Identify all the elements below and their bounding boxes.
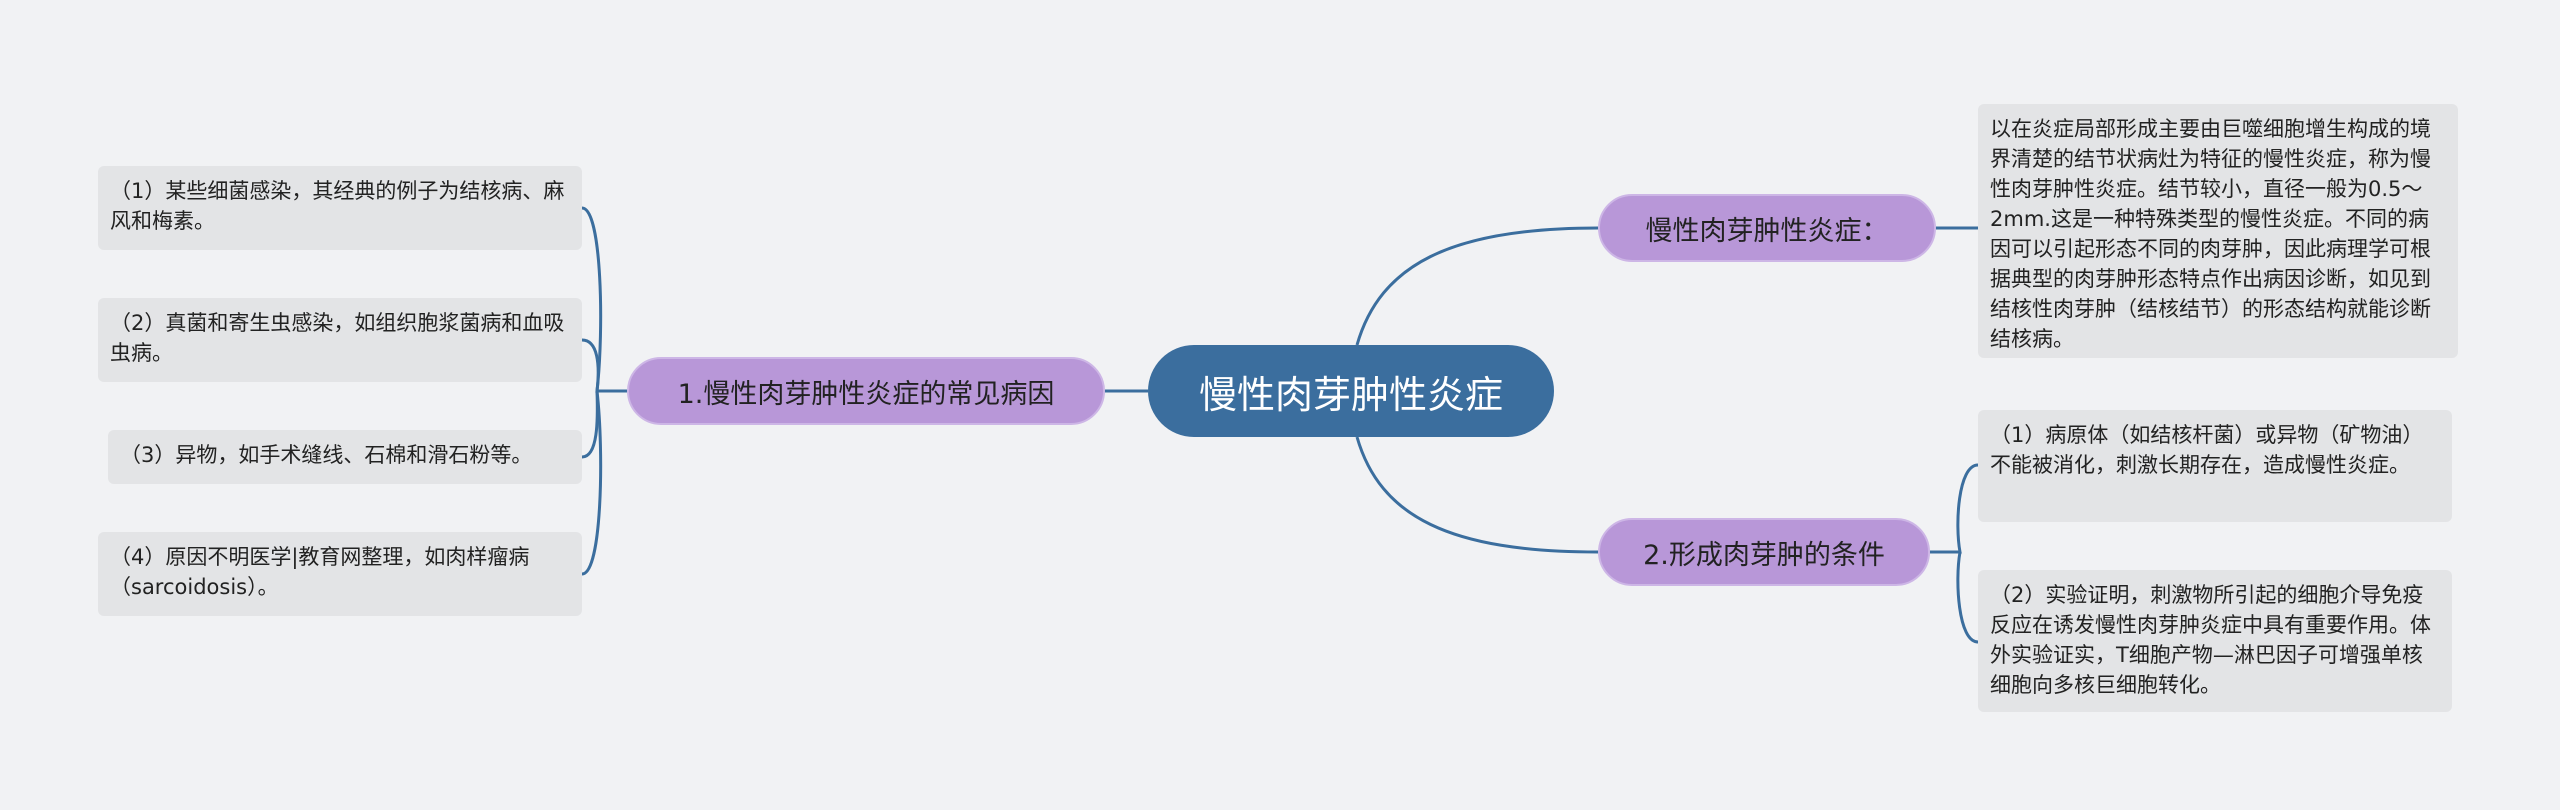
- branch-definition[interactable]: 慢性肉芽肿性炎症：: [1598, 194, 1936, 262]
- central-topic[interactable]: 慢性肉芽肿性炎症: [1148, 345, 1554, 437]
- definition-description-text: 以在炎症局部形成主要由巨噬细胞增生构成的境界清楚的结节状病灶为特征的慢性炎症，称…: [1990, 117, 2431, 351]
- connector-conditions-leaf2: [1956, 551, 1979, 644]
- cause-item-unknown[interactable]: （4）原因不明医学|教育网整理，如肉样瘤病（sarcoidosis）。: [98, 532, 582, 616]
- condition-item-immune-response-text: （2）实验证明，刺激物所引起的细胞介导免疫反应在诱发慢性肉芽肿炎症中具有重要作用…: [1990, 583, 2431, 697]
- cause-item-foreign-body-text: （3）异物，如手术缝线、石棉和滑石粉等。: [120, 443, 533, 467]
- definition-description[interactable]: 以在炎症局部形成主要由巨噬细胞增生构成的境界清楚的结节状病灶为特征的慢性炎症，称…: [1978, 104, 2458, 358]
- cause-item-unknown-text: （4）原因不明医学|教育网整理，如肉样瘤病（sarcoidosis）。: [110, 545, 530, 599]
- connector-conditions-leaf1: [1930, 463, 1979, 554]
- condition-item-immune-response[interactable]: （2）实验证明，刺激物所引起的细胞介导免疫反应在诱发慢性肉芽肿炎症中具有重要作用…: [1978, 570, 2452, 712]
- condition-item-indigestible[interactable]: （1）病原体（如结核杆菌）或异物（矿物油）不能被消化，刺激长期存在，造成慢性炎症…: [1978, 410, 2452, 522]
- connector-causes-leaf1: [581, 206, 627, 393]
- cause-item-bacterial-text: （1）某些细菌感染，其经典的例子为结核病、麻风和梅素。: [110, 179, 565, 233]
- cause-item-fungal[interactable]: （2）真菌和寄生虫感染，如组织胞浆菌病和血吸虫病。: [98, 298, 582, 382]
- connector-causes-leaf2: [581, 338, 600, 392]
- cause-item-fungal-text: （2）真菌和寄生虫感染，如组织胞浆菌病和血吸虫病。: [110, 311, 565, 365]
- connector-causes-leaf4: [581, 390, 603, 576]
- condition-item-indigestible-text: （1）病原体（如结核杆菌）或异物（矿物油）不能被消化，刺激长期存在，造成慢性炎症…: [1990, 423, 2424, 477]
- cause-item-bacterial[interactable]: （1）某些细菌感染，其经典的例子为结核病、麻风和梅素。: [98, 166, 582, 250]
- branch-formation-conditions[interactable]: 2.形成肉芽肿的条件: [1598, 518, 1930, 586]
- connector-causes-leaf3: [581, 390, 599, 459]
- branch-common-causes[interactable]: 1.慢性肉芽肿性炎症的常见病因: [627, 357, 1105, 425]
- connector-central-conditions: [1355, 436, 1599, 554]
- cause-item-foreign-body[interactable]: （3）异物，如手术缝线、石棉和滑石粉等。: [108, 430, 582, 484]
- connector-central-definition: [1355, 226, 1599, 346]
